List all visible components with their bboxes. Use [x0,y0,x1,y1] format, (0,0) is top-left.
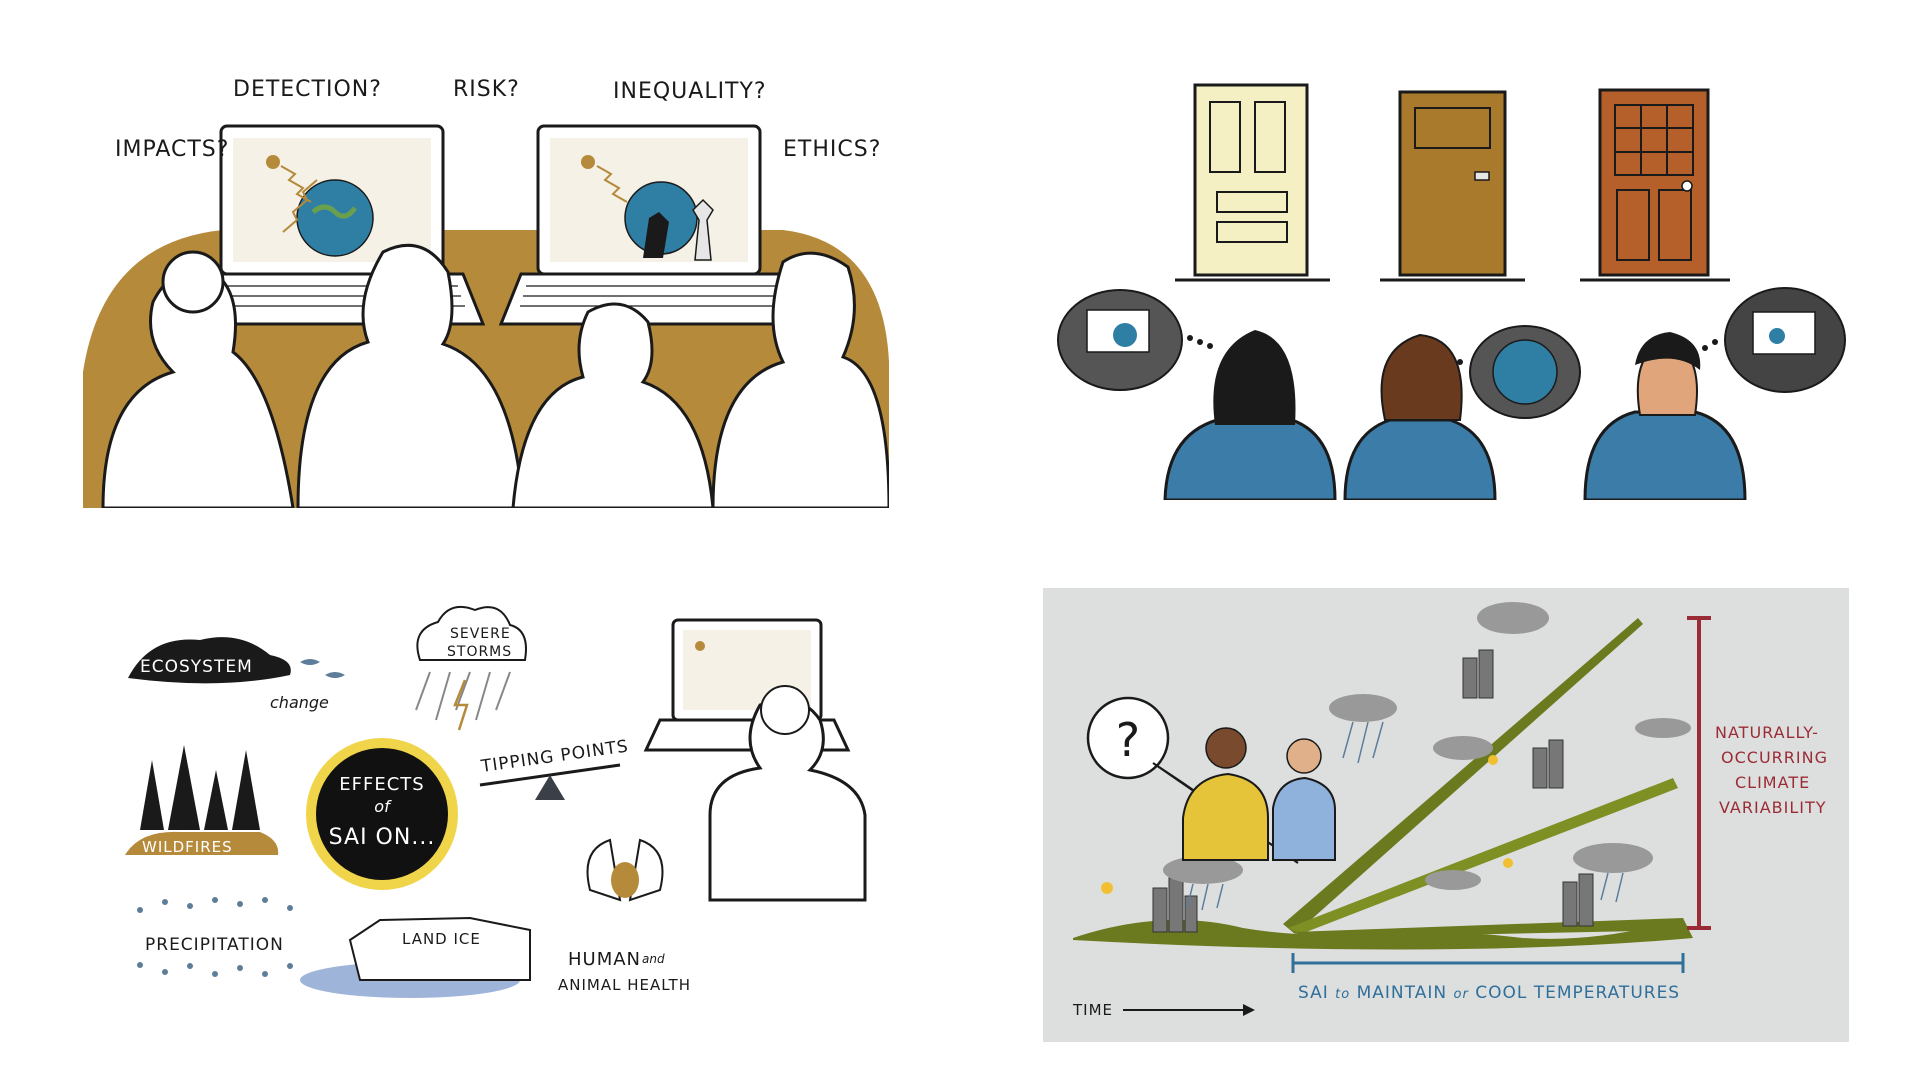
sun-icon [1488,755,1498,765]
city-icons [1152,649,1594,933]
three-doors-illustration [1057,83,1846,500]
person-curly [1343,333,1497,500]
sai-label-to: to [1335,987,1350,1002]
effects-line2: of [374,797,392,816]
chess-knight-black-icon [643,212,669,258]
time-label: TIME [1072,1001,1113,1019]
variability-label: NATURALLY- OCCURRING CLIMATE VARIABILITY [1715,723,1828,817]
sai-label-pre: SAI [1298,983,1329,1003]
tipping-label: TIPPING POINTS [479,736,630,777]
earth-icon [1492,339,1558,405]
door-yellow [1175,83,1330,282]
lightning-icon [453,679,469,731]
chess-king-white-icon [692,198,714,261]
land-ice-label: LAND ICE [402,930,481,948]
thought-cloud-left [1057,289,1213,391]
ecosystem-label: ECOSYSTEM [140,657,253,677]
land-ice-item: LAND ICE [300,916,531,998]
fish-icon [325,672,345,678]
arrow-right-icon [1243,1004,1255,1016]
variability-line4: VARIABILITY [1719,798,1827,817]
effects-illustration: ECOSYSTEM change SEVERE STORMS [125,606,867,998]
severe-storms-item: SEVERE STORMS [415,606,527,731]
change-label: change [270,693,329,712]
label-inequality: INEQUALITY? [613,79,767,104]
label-detection: DETECTION? [233,77,382,102]
question-mark-icon: ? [1116,713,1140,767]
storms-line2: STORMS [447,644,512,660]
sun-icon [266,155,280,169]
sun-icon [695,641,705,651]
person-locs [1163,330,1337,500]
precipitation-label: PRECIPITATION [145,935,284,955]
person-blue [1272,738,1336,861]
hair-bun-icon [760,685,810,735]
thought-cloud-middle [1437,325,1581,419]
research-questions-illustration: DETECTION? RISK? INEQUALITY? IMPACTS? ET… [83,77,889,508]
precipitation-item: PRECIPITATION [137,897,293,977]
hair-bun-icon [161,250,225,314]
door-red-brown [1580,88,1730,282]
variability-line2: OCCURRING [1721,748,1828,767]
earth-icon [1769,328,1785,344]
sai-bracket [1291,953,1685,973]
sun-icon [1503,858,1513,868]
effects-line1: EFFECTS [339,774,424,795]
person-short-hair [711,251,889,508]
health-line1: HUMAN [568,949,641,970]
sai-label-post: COOL TEMPERATURES [1475,983,1680,1003]
wildfires-label: WILDFIRES [142,838,233,856]
effects-center-badge: EFFECTS of SAI ON... [306,738,458,890]
person-yellow [1182,727,1269,861]
person-bald [296,243,525,508]
climate-variability-illustration: ? NATURALLY- OCCURRING CLIMATE VARIABILI… [1072,602,1828,1019]
laptop-viewer [643,618,867,902]
cloud-icons [1163,602,1691,890]
question-labels: DETECTION? RISK? INEQUALITY? IMPACTS? ET… [115,77,881,162]
health-line2: ANIMAL HEALTH [558,976,691,994]
panel-effects-of-sai: ECOSYSTEM change SEVERE STORMS [120,600,900,1020]
laptop-right [498,124,804,326]
variability-line1: NATURALLY- [1715,723,1819,742]
tipping-points-item: TIPPING POINTS [479,736,630,800]
door-handle-icon [1474,171,1490,181]
panel-sai-climate-variability: ? NATURALLY- OCCURRING CLIMATE VARIABILI… [1043,588,1849,1042]
health-and: and [642,952,665,966]
person-short [1583,332,1747,500]
fish-icon [300,659,320,665]
rain-lines [1186,721,1624,911]
label-ethics: ETHICS? [783,137,881,162]
effects-line3: SAI ON... [329,825,436,850]
variability-bracket [1687,616,1711,930]
sai-label-or: or [1453,987,1469,1002]
slope-high [1283,618,1643,934]
panel-research-questions: DETECTION? RISK? INEQUALITY? IMPACTS? ET… [83,62,889,508]
sun-icon [1101,882,1113,894]
ecosystem-item: ECOSYSTEM change [128,637,345,712]
door-knob-icon [1681,180,1693,192]
variability-line3: CLIMATE [1735,773,1810,792]
earth-icon [1113,323,1137,347]
panel-three-doors [1055,80,1850,500]
sai-label: SAI to MAINTAIN or COOL TEMPERATURES [1298,983,1680,1003]
health-item: HUMAN and ANIMAL HEALTH [558,838,691,994]
thought-cloud-right [1702,287,1846,393]
sun-icon [581,155,595,169]
person-ponytail [511,302,715,508]
label-impacts: IMPACTS? [115,137,229,162]
storms-line1: SEVERE [450,626,511,642]
label-risk: RISK? [453,77,520,102]
people-group [101,243,889,508]
slope-middle [1288,778,1678,934]
sai-label-mid: MAINTAIN [1357,983,1447,1003]
door-brown [1380,90,1525,282]
earth-icon [296,179,374,257]
wildfires-item: WILDFIRES [125,745,279,856]
